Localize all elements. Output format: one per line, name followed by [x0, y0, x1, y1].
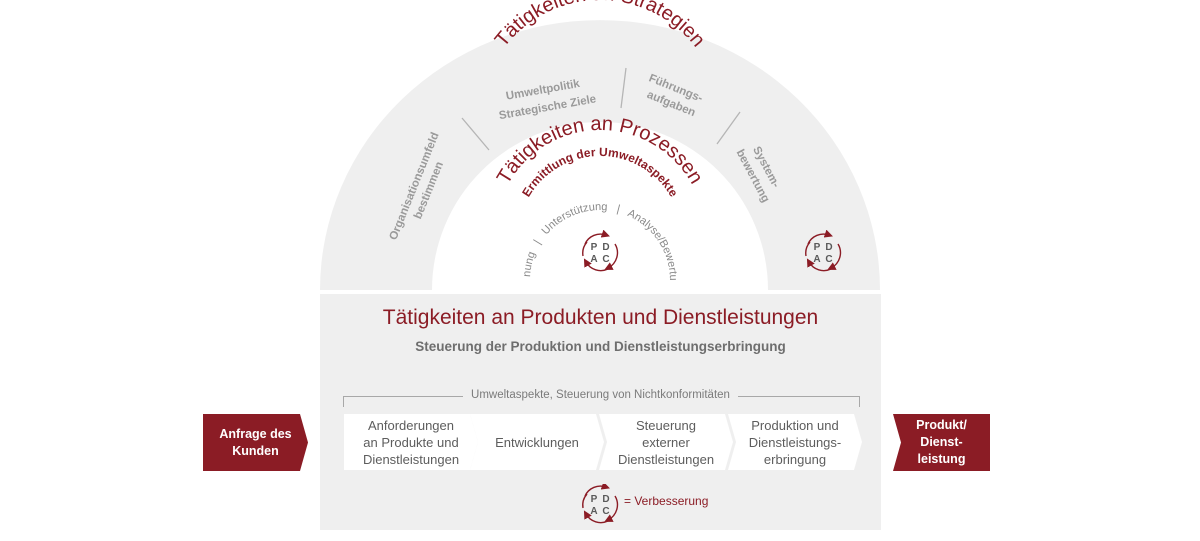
- input-text: Anfrage des: [219, 426, 292, 441]
- step-text: Anforderungen: [367, 417, 454, 433]
- products-subtitle: Steuerung der Produktion und Dienstleist…: [415, 339, 786, 354]
- band-divider: [461, 117, 490, 151]
- step-entwicklungen: Entwicklungen: [470, 414, 604, 470]
- step-text: Dienstleistungs-: [748, 434, 842, 450]
- step-text: Entwicklungen: [495, 434, 579, 450]
- pdca-cycle-icon: P D A C: [805, 229, 842, 272]
- band-divider: [716, 111, 741, 145]
- output-text: leistung: [917, 452, 966, 466]
- svg-text:C: C: [825, 254, 832, 265]
- svg-text:D: D: [825, 242, 832, 253]
- output-product-service: Produkt/ Dienst- leistung: [893, 414, 990, 471]
- step-anforderungen: Anforderungen an Produkte und Dienstleis…: [344, 414, 478, 470]
- input-customer-request: Anfrage des Kunden: [203, 414, 308, 471]
- svg-text:P: P: [591, 242, 598, 253]
- bracket-label-text: Umweltaspekte, Steuerung von Nichtkonfor…: [463, 389, 738, 401]
- step-text: Produktion und: [751, 417, 839, 433]
- svg-text:C: C: [602, 254, 609, 265]
- svg-text:D: D: [602, 242, 609, 253]
- step-text: an Produkte und: [363, 434, 459, 450]
- step-text: Dienstleistungen: [362, 451, 460, 467]
- step-produktion: Produktion und Dienstleistungs- erbringu…: [728, 414, 862, 470]
- output-text: Produkt/: [916, 418, 967, 432]
- svg-text:A: A: [590, 254, 597, 265]
- products-title: Tätigkeiten an Produkten und Dienstleist…: [382, 306, 819, 329]
- input-text: Kunden: [232, 443, 279, 458]
- bracket-label: Umweltaspekte, Steuerung von Nichtkonfor…: [320, 389, 881, 401]
- svg-text:A: A: [590, 506, 597, 517]
- pdca-cycle-icon: P D A C: [582, 484, 619, 524]
- products-panel: Tätigkeiten an Produkten und Dienstleist…: [320, 294, 881, 530]
- legend-verbesserung: = Verbesserung: [624, 494, 709, 508]
- output-text: Dienst-: [920, 435, 963, 449]
- pdca-cycle-icon: P D A C: [582, 229, 619, 272]
- svg-text:P: P: [591, 494, 598, 505]
- step-text: Dienstleistungen: [617, 451, 715, 467]
- band-divider: [620, 67, 627, 109]
- step-steuerung-externer: Steuerung externer Dienstleistungen: [599, 414, 733, 470]
- step-text: Steuerung: [636, 417, 696, 433]
- processes-area: [432, 122, 768, 290]
- svg-text:C: C: [602, 506, 609, 517]
- step-text: externer: [642, 434, 690, 450]
- step-text: erbringung: [763, 451, 827, 467]
- svg-text:D: D: [602, 494, 609, 505]
- svg-text:P: P: [814, 242, 821, 253]
- svg-text:A: A: [813, 254, 820, 265]
